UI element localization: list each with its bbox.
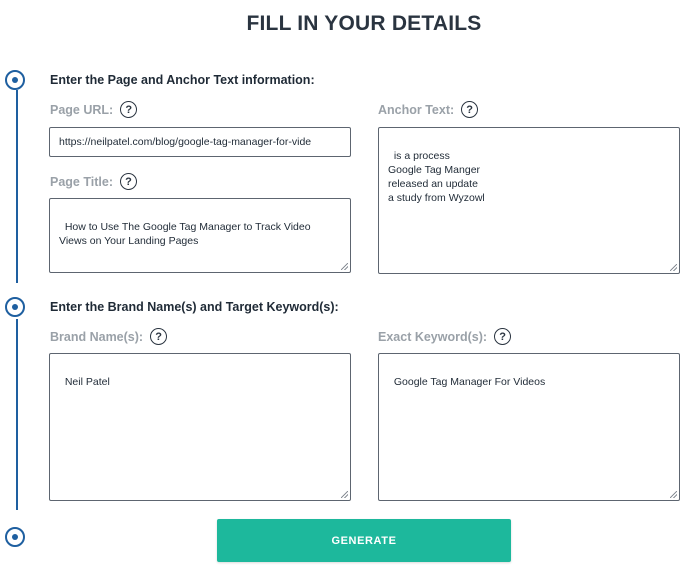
brand-names-label: Brand Name(s): ?: [50, 328, 168, 345]
step-1-icon: [5, 70, 25, 90]
progress-line-2: [16, 319, 18, 510]
resize-grip-icon[interactable]: [670, 491, 677, 498]
step-2-icon: [5, 297, 25, 317]
page-url-label: Page URL: ?: [50, 101, 138, 118]
brand-names-textarea[interactable]: Neil Patel: [49, 353, 351, 501]
progress-line-1: [16, 90, 18, 283]
question-circle-icon[interactable]: ?: [150, 328, 168, 345]
exact-keywords-value: Google Tag Manager For Videos: [393, 376, 546, 388]
resize-grip-icon[interactable]: [341, 263, 348, 270]
question-circle-icon[interactable]: ?: [119, 173, 137, 190]
page-url-label-text: Page URL:: [50, 102, 114, 117]
exact-keywords-label: Exact Keyword(s): ?: [378, 328, 512, 345]
anchor-text-value: is a process Google Tag Manger released …: [388, 150, 485, 204]
exact-keywords-textarea[interactable]: Google Tag Manager For Videos: [378, 353, 680, 501]
brand-names-value: Neil Patel: [64, 376, 110, 388]
question-circle-icon[interactable]: ?: [120, 101, 138, 118]
section-heading-page-info: Enter the Page and Anchor Text informati…: [50, 73, 315, 87]
page-title-textarea[interactable]: How to Use The Google Tag Manager to Tra…: [49, 198, 351, 273]
resize-grip-icon[interactable]: [341, 491, 348, 498]
page-title: FILL IN YOUR DETAILS: [246, 12, 482, 35]
step-3-icon: [5, 527, 25, 547]
exact-keywords-label-text: Exact Keyword(s):: [378, 329, 488, 344]
question-circle-icon[interactable]: ?: [461, 101, 479, 118]
generate-button[interactable]: GENERATE: [217, 519, 511, 562]
question-circle-icon[interactable]: ?: [494, 328, 512, 345]
anchor-text-label: Anchor Text: ?: [378, 101, 479, 118]
brand-names-label-text: Brand Name(s):: [50, 329, 144, 344]
resize-grip-icon[interactable]: [670, 264, 677, 271]
page-title-label: Page Title: ?: [50, 173, 137, 190]
anchor-text-textarea[interactable]: is a process Google Tag Manger released …: [378, 127, 680, 274]
page-title-label-text: Page Title:: [50, 174, 113, 189]
section-heading-brand-keywords: Enter the Brand Name(s) and Target Keywo…: [50, 300, 339, 314]
page-title-value: How to Use The Google Tag Manager to Tra…: [59, 221, 314, 247]
anchor-text-label-text: Anchor Text:: [378, 102, 455, 117]
page-url-input[interactable]: https://neilpatel.com/blog/google-tag-ma…: [49, 127, 351, 157]
